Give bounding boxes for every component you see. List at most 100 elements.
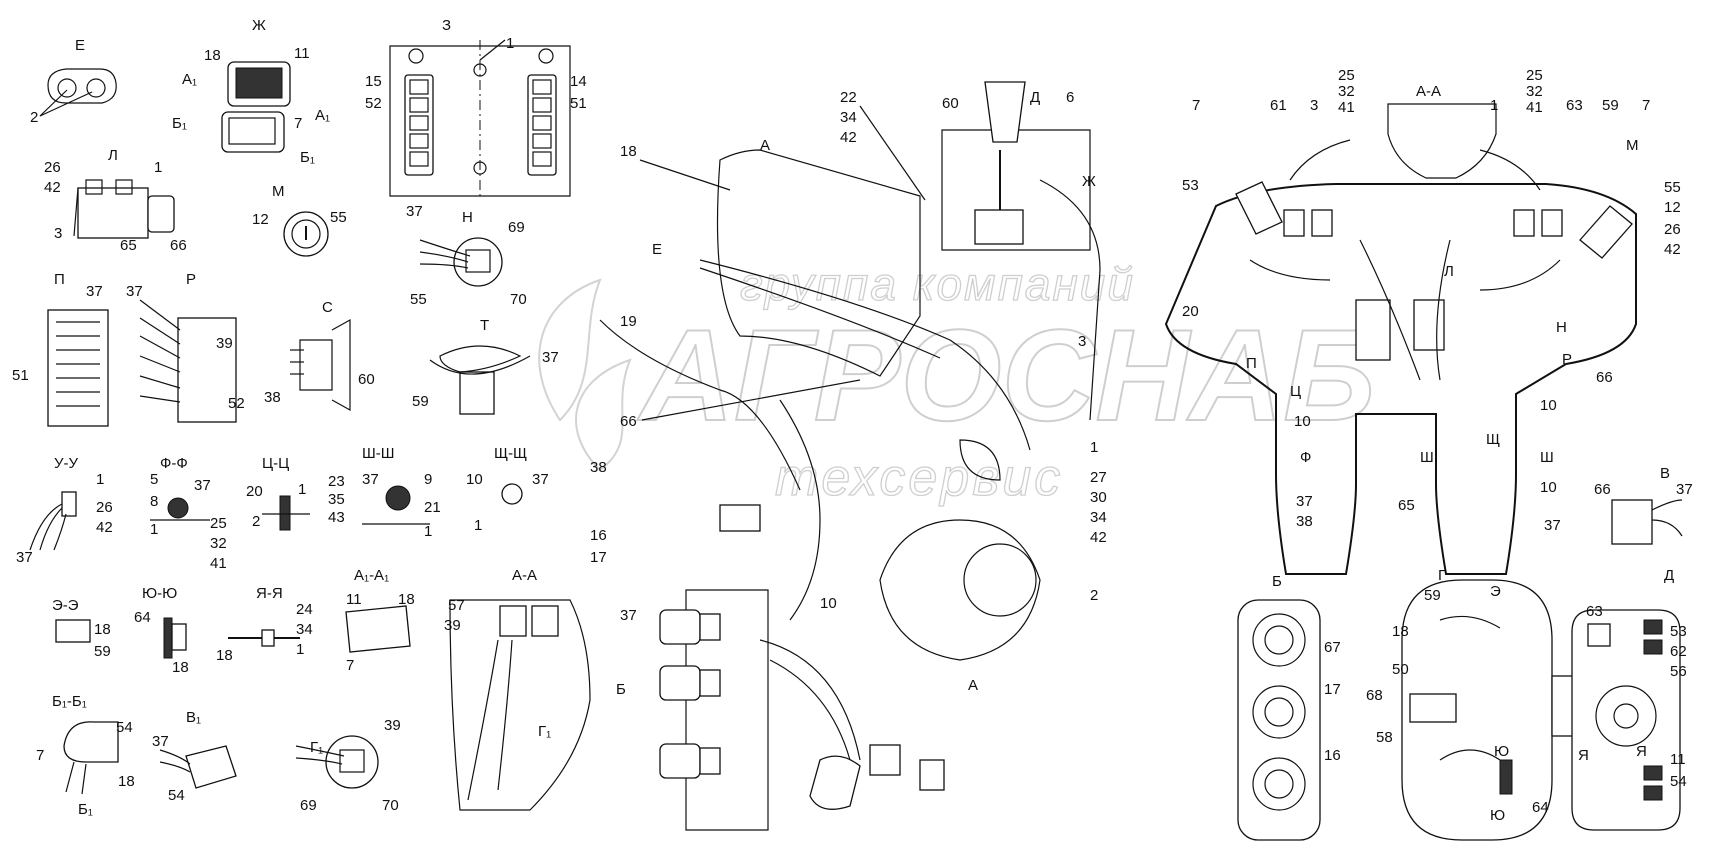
view-n-title: Н (462, 209, 473, 226)
callout-63: 63 (1566, 97, 1583, 114)
view-d: Д 63 53 62 56 Я Я 11 54 (1571, 567, 1687, 831)
marker-f: Ф (1300, 449, 1311, 466)
callout-34: 34 (296, 621, 313, 638)
callout-11: 11 (1670, 751, 1686, 768)
callout-69: 69 (300, 797, 317, 814)
view-t-title: Т (480, 317, 489, 334)
callout-64: 64 (1532, 799, 1549, 816)
view-e-title: Е (75, 37, 85, 54)
callout-26: 26 (44, 159, 61, 176)
view-p-title: П (54, 271, 65, 288)
view-g1: Г₁ 39 69 70 (295, 717, 401, 814)
view-z: З 1 15 52 14 51 (365, 17, 587, 200)
section-a1-a1-title: А₁-А₁ (354, 567, 389, 584)
callout-37: 37 (406, 203, 423, 220)
marker-sh: Ш (1420, 449, 1434, 466)
callout-22: 22 (840, 89, 857, 106)
watermark-line3: техсервис (775, 449, 1063, 507)
marker-shch: Щ (1486, 431, 1500, 448)
callout-17: 17 (1324, 681, 1341, 698)
callout-37: 37 (126, 283, 143, 300)
callout-52: 52 (365, 95, 382, 112)
marker-yu-bottom: Ю (1490, 807, 1505, 824)
callout-1: 1 (96, 471, 104, 488)
callout-66: 66 (170, 237, 187, 254)
callout-38: 38 (590, 459, 607, 476)
marker-ya: Я (1578, 747, 1589, 764)
callout-32: 32 (1526, 83, 1543, 100)
callout-10: 10 (1540, 479, 1557, 496)
watermark-line2: АГРОСНАБ (637, 302, 1375, 448)
callout-10: 10 (1540, 397, 1557, 414)
section-u-u: У-У 1 26 42 37 (16, 455, 113, 566)
callout-54: 54 (168, 787, 185, 804)
callout-18: 18 (216, 647, 233, 664)
marker-a-bottom: А (968, 677, 978, 694)
callout-57: 57 (448, 597, 465, 614)
section-a1-a1: А₁-А₁ 11 18 7 (345, 567, 415, 674)
section-b1-b1: Б₁-Б₁ 54 7 18 Б₁ (36, 693, 135, 818)
marker-b: Б (616, 681, 626, 698)
callout-63: 63 (1586, 603, 1603, 620)
callout-1: 1 (1090, 439, 1098, 456)
callout-37: 37 (16, 549, 33, 566)
view-v1: В₁ 37 54 (152, 709, 237, 804)
view-g: Г 59 Э 18 50 68 58 Ю Ю 64 37 (1366, 567, 1597, 841)
callout-42: 42 (1090, 529, 1107, 546)
callout-58: 58 (1376, 729, 1393, 746)
callout-62: 62 (1670, 643, 1687, 660)
callout-9: 9 (424, 471, 432, 488)
callout-1: 1 (154, 159, 162, 176)
marker-a1-left: А₁ (182, 71, 197, 88)
callout-70: 70 (382, 797, 399, 814)
section-a-a-left-title: А-А (512, 567, 537, 584)
marker-p: П (1246, 355, 1257, 372)
callout-51: 51 (12, 367, 29, 384)
callout-52: 52 (228, 395, 245, 412)
callout-41: 41 (1338, 99, 1355, 116)
callout-10: 10 (466, 471, 483, 488)
callout-42: 42 (44, 179, 61, 196)
section-shch-shch-title: Щ-Щ (494, 445, 527, 462)
callout-37: 37 (620, 607, 637, 624)
callout-35: 35 (328, 491, 345, 508)
callout-7: 7 (36, 747, 44, 764)
callout-6: 6 (1066, 89, 1074, 106)
view-n: Н 37 69 55 70 (406, 203, 527, 308)
view-m: М 12 55 (252, 183, 347, 257)
section-u-u-title: У-У (54, 455, 79, 472)
callout-1: 1 (1490, 97, 1498, 114)
section-yu-yu-title: Ю-Ю (142, 585, 177, 602)
callout-25: 25 (210, 515, 227, 532)
view-l-title: Л (108, 147, 118, 164)
callout-1: 1 (474, 517, 482, 534)
view-z-title: З (442, 17, 451, 34)
section-e-e-title: Э-Э (52, 597, 79, 614)
section-a-a-right: А-А (1164, 83, 1637, 575)
section-ya-ya: Я-Я 24 34 18 1 (216, 585, 313, 664)
callout-5: 5 (150, 471, 158, 488)
callout-37: 37 (86, 283, 103, 300)
callout-25: 25 (1338, 67, 1355, 84)
view-d-title: Д (1664, 567, 1674, 584)
callout-1: 1 (150, 521, 158, 538)
callout-23: 23 (328, 473, 345, 490)
callout-55: 55 (1664, 179, 1681, 196)
marker-e: Е (652, 241, 662, 258)
callout-64: 64 (134, 609, 151, 626)
callout-55: 55 (330, 209, 347, 226)
callout-39: 39 (444, 617, 461, 634)
callout-42: 42 (96, 519, 113, 536)
callout-34: 34 (1090, 509, 1107, 526)
callout-2: 2 (1090, 587, 1098, 604)
callout-18: 18 (398, 591, 415, 608)
callout-61: 61 (1270, 97, 1287, 114)
callout-39: 39 (216, 335, 233, 352)
callout-24: 24 (296, 601, 313, 618)
section-sh-sh: Ш-Ш 23 35 43 37 9 21 1 (328, 445, 441, 540)
callout-38: 38 (1296, 513, 1313, 530)
callout-3: 3 (54, 225, 62, 242)
section-f-f: Ф-Ф 5 37 8 1 25 32 41 (150, 455, 227, 572)
view-zh-title: Ж (252, 17, 266, 34)
view-g1-title: Г₁ (310, 739, 323, 756)
